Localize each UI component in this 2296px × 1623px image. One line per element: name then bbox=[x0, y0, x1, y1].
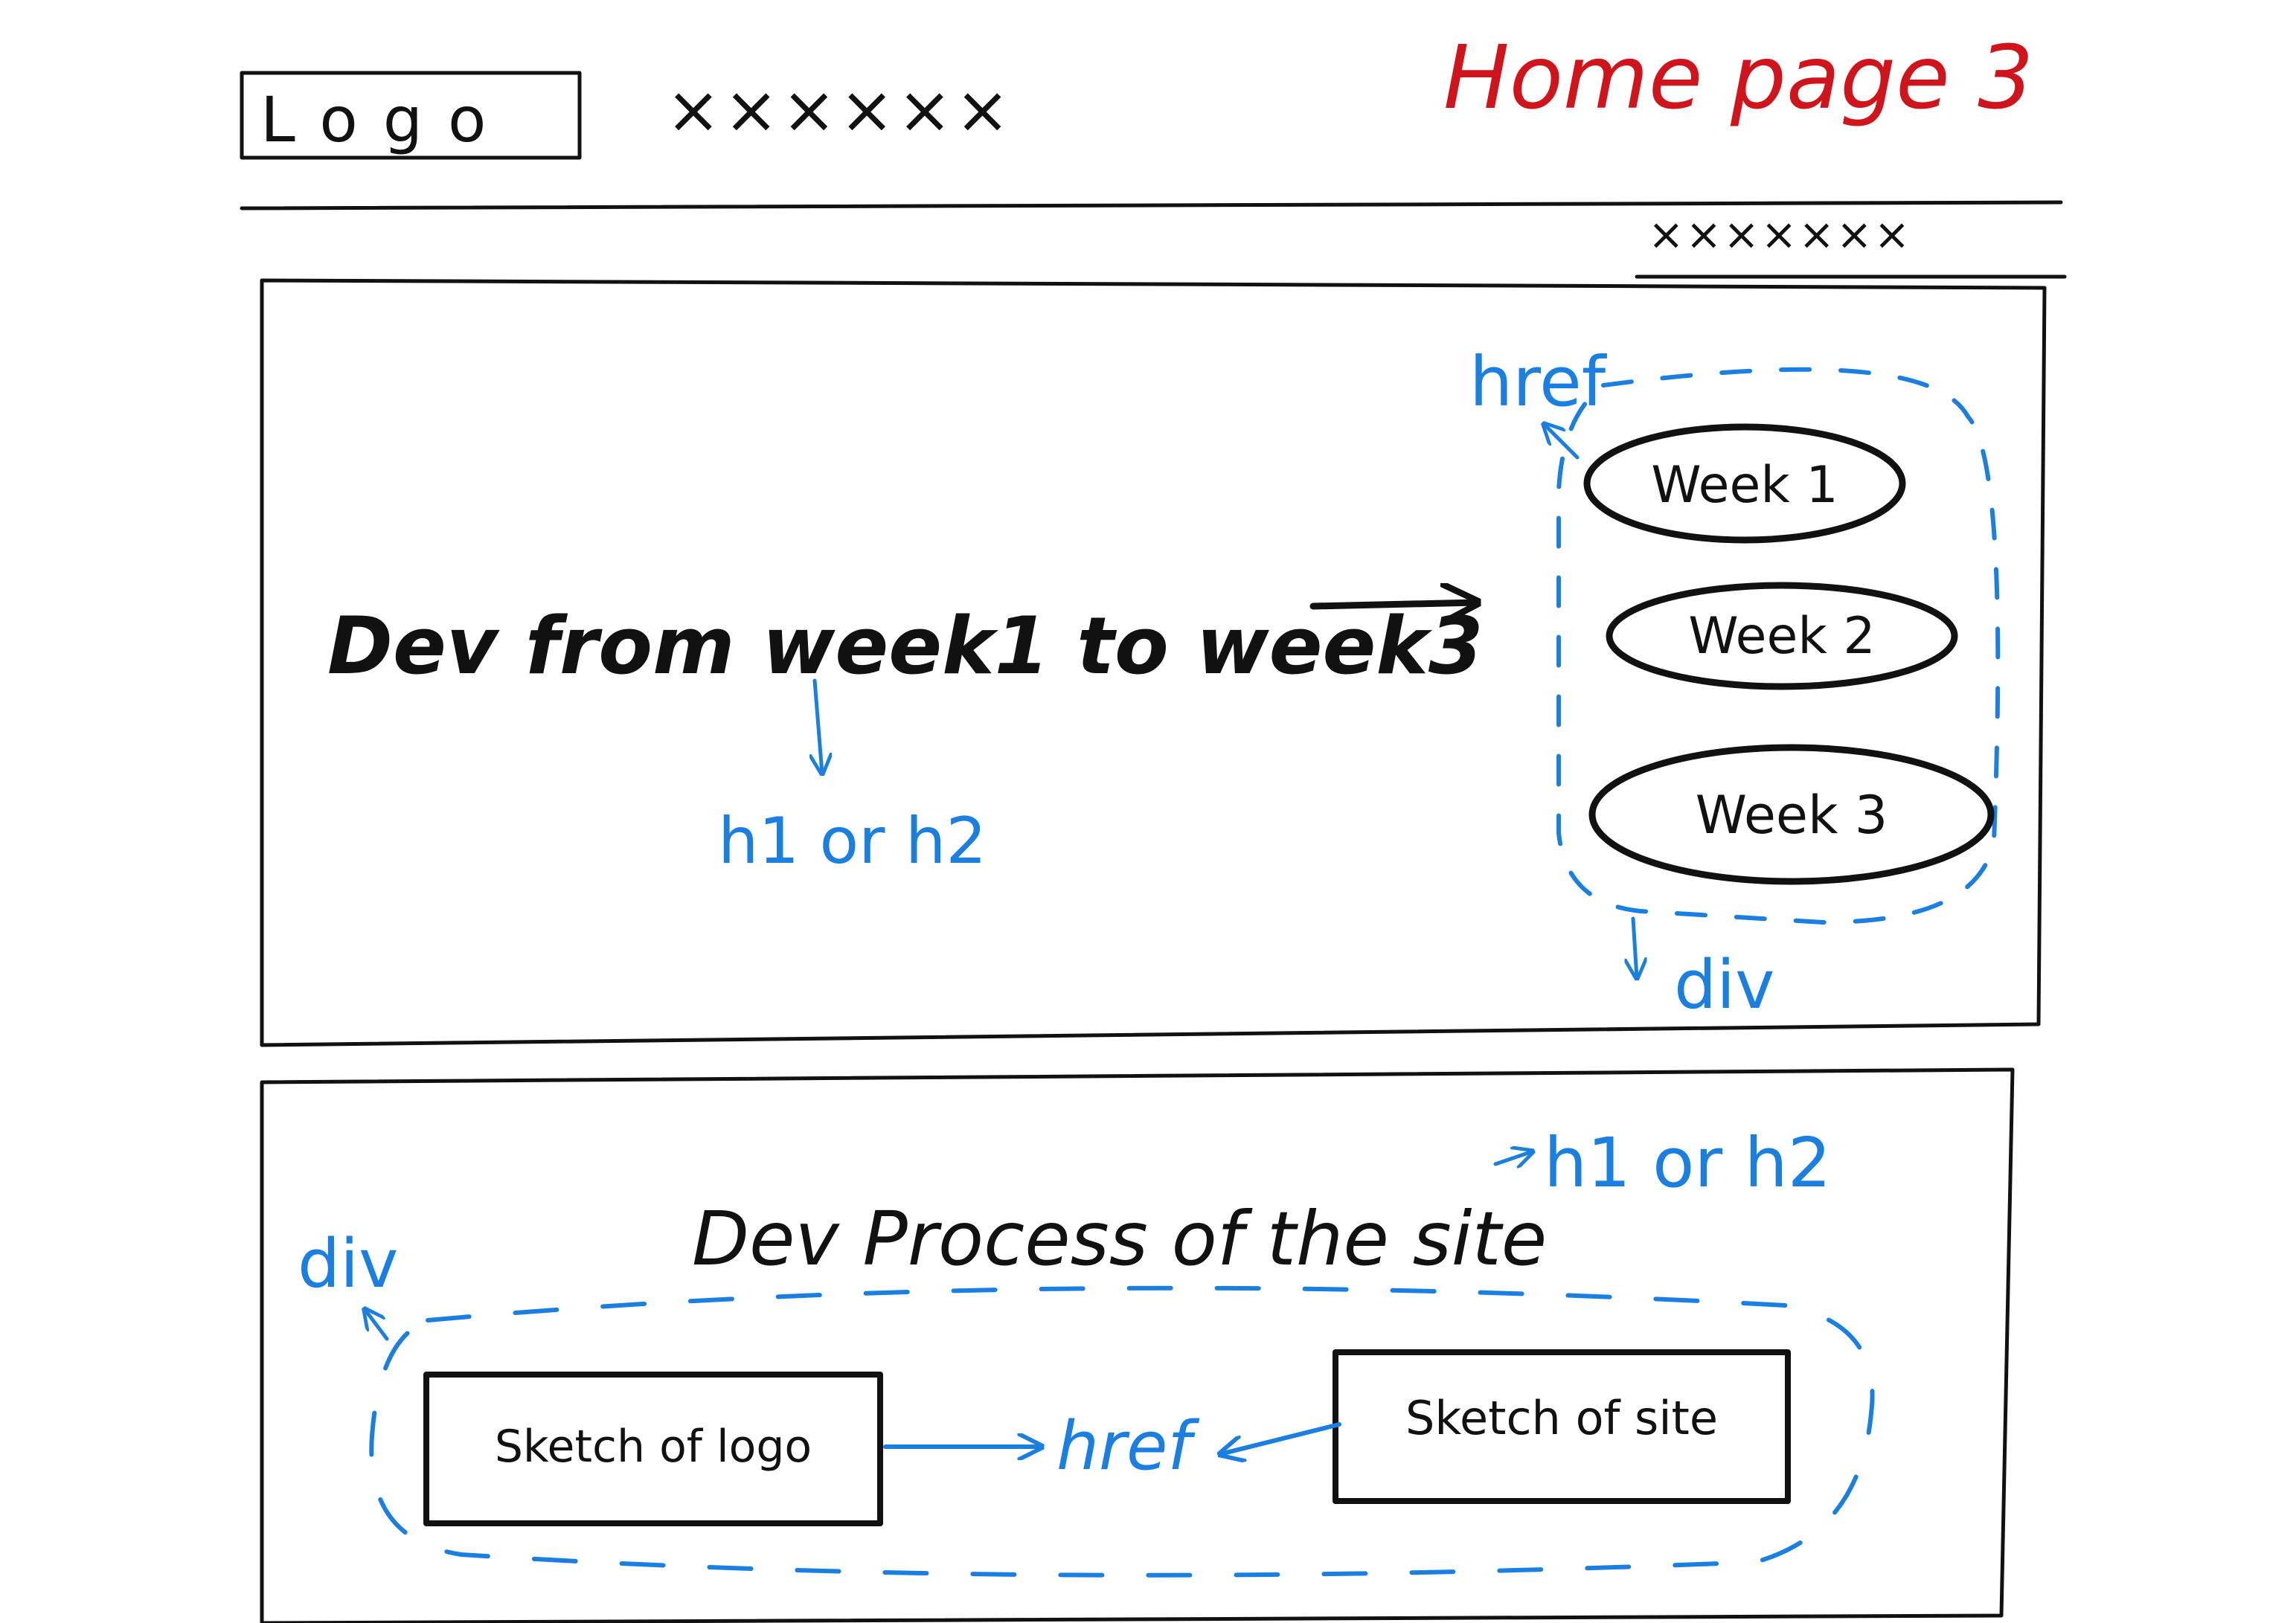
process-container-outline bbox=[369, 1285, 1875, 1578]
week-1-button-shape[interactable] bbox=[1583, 423, 1906, 544]
link-annotation-arrow bbox=[1544, 424, 1580, 460]
header-divider bbox=[240, 200, 2063, 210]
heading-annotation-arrow bbox=[815, 678, 822, 774]
week-2-button[interactable]: Week 2 bbox=[1606, 582, 1958, 690]
section-process-heading-annotation: h1 or h2 bbox=[1544, 1123, 1831, 1203]
sketch-of-site-card[interactable]: Sketch of site bbox=[1333, 1349, 1791, 1504]
process-container-annotation-arrow bbox=[365, 1309, 389, 1341]
sketch-of-logo-card-box[interactable] bbox=[423, 1372, 883, 1526]
week-3-button-shape[interactable] bbox=[1588, 744, 1995, 885]
section-process-frame bbox=[260, 1067, 2015, 1623]
week-1-button[interactable]: Week 1 bbox=[1583, 423, 1906, 544]
week-2-button-shape[interactable] bbox=[1606, 582, 1958, 690]
sketch-of-logo-card[interactable]: Sketch of logo bbox=[423, 1372, 883, 1526]
section-process-link-annotation: href bbox=[1056, 1407, 1200, 1485]
section-process: Dev Process of the site h1 or h2 div Ske… bbox=[260, 1067, 2015, 1623]
sketch-of-site-card-label: Sketch of site bbox=[1405, 1391, 1718, 1445]
section-process-container-annotation: div bbox=[298, 1225, 398, 1303]
process-heading-annotation-arrow bbox=[1493, 1151, 1533, 1164]
section-weeks-container-annotation: div bbox=[1674, 946, 1774, 1024]
week-3-button[interactable]: Week 3 bbox=[1588, 744, 1995, 885]
sketch-of-logo-card-label: Sketch of logo bbox=[495, 1421, 812, 1473]
header: Logo ×××××× ××××××× bbox=[240, 71, 2067, 279]
section-weeks: Dev from week1 to week3 h1 or h2 href di… bbox=[260, 278, 2047, 1047]
weeks-container-outline bbox=[1556, 367, 2001, 925]
container-annotation-arrow bbox=[1633, 916, 1637, 978]
section-weeks-link-annotation: href bbox=[1469, 342, 1608, 422]
site-card-to-href-arrow bbox=[1220, 1422, 1341, 1454]
week-2-button-label: Week 2 bbox=[1688, 607, 1875, 666]
section-weeks-frame bbox=[260, 278, 2047, 1047]
nav-placeholder[interactable]: ×××××× bbox=[666, 71, 1013, 148]
logo-box[interactable] bbox=[240, 71, 582, 160]
heading-to-weeks-arrow bbox=[1309, 602, 1477, 606]
section-weeks-heading-annotation: h1 or h2 bbox=[718, 804, 987, 878]
subnav-placeholder[interactable]: ××××××× bbox=[1648, 209, 1911, 260]
logo-label: Logo bbox=[260, 83, 511, 156]
section-process-heading: Dev Process of the site bbox=[692, 1195, 1547, 1282]
week-1-button-label: Week 1 bbox=[1651, 456, 1838, 515]
section-weeks-heading: Dev from week1 to week3 bbox=[327, 600, 1484, 692]
week-3-button-label: Week 3 bbox=[1696, 785, 1888, 846]
page-title: Home page 3 bbox=[1443, 26, 2033, 129]
